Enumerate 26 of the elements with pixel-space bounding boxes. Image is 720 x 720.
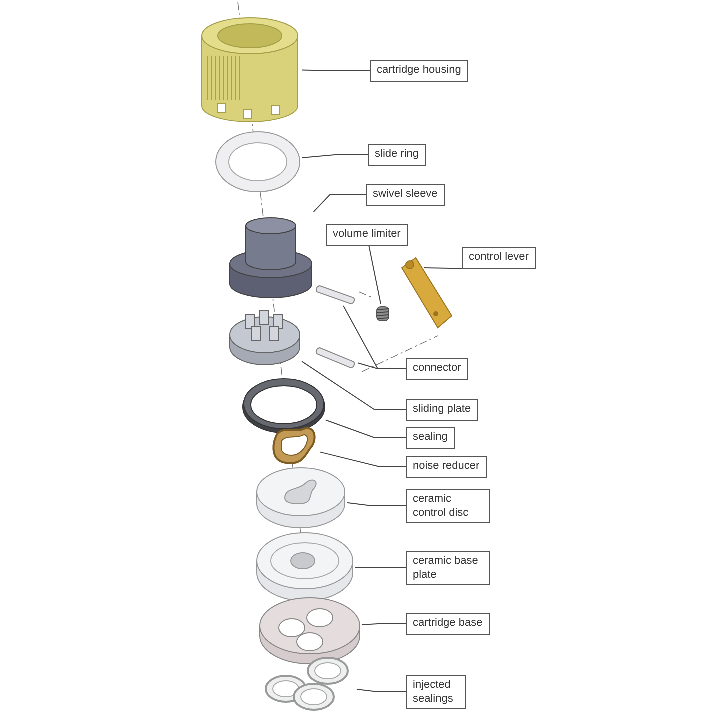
leader-line xyxy=(424,268,477,270)
leader-line xyxy=(313,194,366,212)
label-box: injected sealings xyxy=(406,675,466,709)
label-box: volume limiter xyxy=(326,224,408,246)
leader-line xyxy=(356,689,406,692)
label-box: sealing xyxy=(406,427,455,449)
leader-line xyxy=(358,362,406,370)
label-box: ceramic control disc xyxy=(406,489,490,523)
leader-line xyxy=(326,420,406,438)
label-box: connector xyxy=(406,358,468,380)
leader-line xyxy=(354,567,406,568)
label-box: control lever xyxy=(462,247,536,269)
label-box: sliding plate xyxy=(406,399,478,421)
label-box: ceramic base plate xyxy=(406,551,490,585)
leader-line xyxy=(320,452,406,468)
label-box: cartridge housing xyxy=(370,60,468,82)
label-box: noise reducer xyxy=(406,456,487,478)
leader-line xyxy=(346,502,406,506)
label-box: slide ring xyxy=(368,144,426,166)
leader-line xyxy=(368,246,382,304)
leader-line xyxy=(362,624,406,626)
label-box: swivel sleeve xyxy=(366,184,445,206)
label-box: cartridge base xyxy=(406,613,490,635)
leader-line xyxy=(302,361,406,410)
leader-line xyxy=(302,154,368,158)
leader-line xyxy=(302,70,370,72)
